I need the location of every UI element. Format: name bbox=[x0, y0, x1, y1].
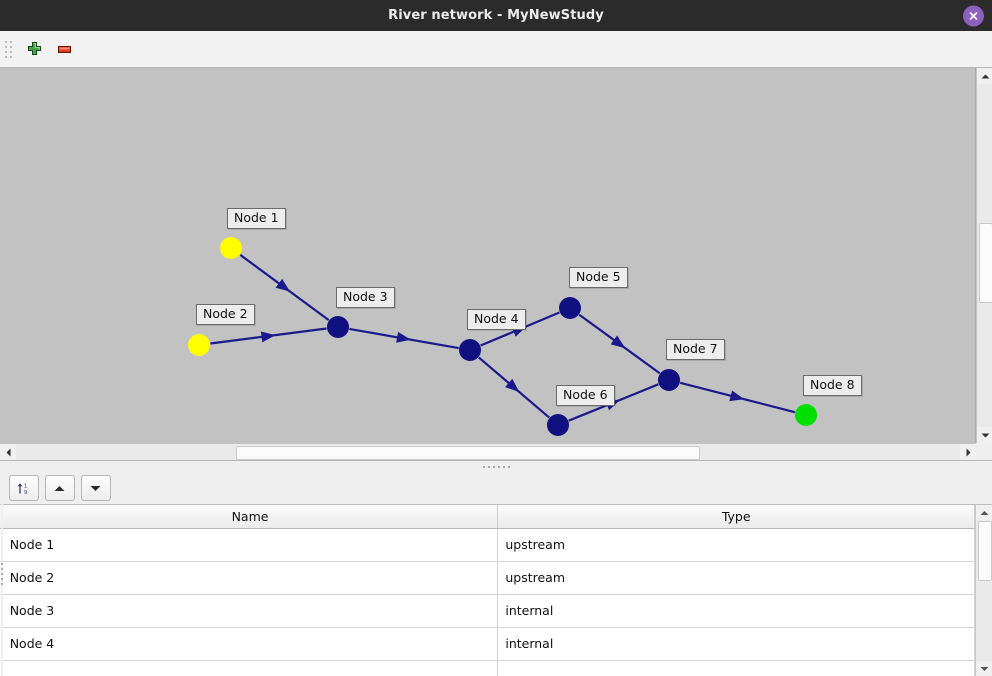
window-title: River network - MyNewStudy bbox=[388, 8, 604, 23]
svg-text:1: 1 bbox=[24, 483, 27, 489]
node-label-node1[interactable]: Node 1 bbox=[227, 208, 286, 229]
node-node1[interactable] bbox=[220, 237, 242, 259]
node-node8[interactable] bbox=[795, 404, 817, 426]
svg-text:9: 9 bbox=[24, 490, 27, 496]
node-label-node2[interactable]: Node 2 bbox=[196, 304, 255, 325]
table-row-partial[interactable] bbox=[0, 660, 1, 676]
network-canvas-area: Node 1 Node 2 Node 3 Node 4 Node 5 Node 6 Node… bbox=[0, 68, 992, 460]
canvas-horizontal-scrollbar[interactable] bbox=[0, 443, 976, 460]
cell-type[interactable]: upstream bbox=[497, 561, 976, 595]
canvas-hscroll-thumb[interactable] bbox=[236, 446, 700, 460]
scroll-right-icon[interactable] bbox=[960, 444, 976, 460]
cell-name[interactable]: Node 4 bbox=[2, 627, 499, 661]
node-label-node6[interactable]: Node 6 bbox=[556, 385, 615, 406]
cell-name[interactable]: Node 4 -> Node 5 bbox=[0, 627, 1, 661]
column-header-name[interactable]: Name bbox=[0, 505, 1, 529]
nodes-move-down-icon[interactable] bbox=[80, 475, 111, 501]
scroll-left-icon[interactable] bbox=[0, 444, 16, 460]
network-diagram[interactable]: Node 1 Node 2 Node 3 Node 4 Node 5 Node 6 Node… bbox=[0, 68, 976, 443]
cell-name[interactable]: Node 1 bbox=[2, 528, 499, 562]
cell-name[interactable]: Node 2 bbox=[2, 561, 499, 595]
edge-arrow-icon bbox=[260, 331, 276, 343]
node-node7[interactable] bbox=[658, 369, 680, 391]
node-label-node3[interactable]: Node 3 bbox=[336, 287, 395, 308]
canvas-vertical-scrollbar[interactable] bbox=[976, 68, 992, 443]
bottom-panes: 1 9 NameNode1Node2 Node 1 -> Node 3Node … bbox=[0, 472, 992, 676]
edge-arrow-icon bbox=[505, 378, 520, 393]
cell-name[interactable]: Node 1 -> Node 3 bbox=[0, 528, 1, 562]
nodes-scroll-thumb[interactable] bbox=[978, 521, 992, 581]
nodes-move-up-icon[interactable] bbox=[44, 475, 75, 501]
cell-empty[interactable] bbox=[2, 660, 499, 676]
scroll-up-icon[interactable] bbox=[977, 68, 992, 84]
add-node-icon[interactable] bbox=[19, 34, 49, 64]
node-node6[interactable] bbox=[547, 414, 569, 436]
cell-empty[interactable] bbox=[0, 660, 1, 676]
cell-empty[interactable] bbox=[497, 660, 976, 676]
table-row-partial[interactable] bbox=[2, 660, 976, 676]
edge-arrow-icon bbox=[275, 278, 291, 292]
nodes-scroll-up-icon[interactable] bbox=[976, 505, 992, 520]
cell-type[interactable]: internal bbox=[497, 627, 976, 661]
node-label-node5[interactable]: Node 5 bbox=[569, 267, 628, 288]
nodes-header-row[interactable]: Name Type bbox=[2, 505, 976, 529]
nodes-toolbar: 1 9 bbox=[3, 472, 992, 504]
close-icon[interactable] bbox=[963, 5, 984, 26]
nodes-vertical-scrollbar[interactable] bbox=[975, 505, 992, 676]
nodes-scroll-down-icon[interactable] bbox=[976, 661, 992, 676]
main-toolbar bbox=[0, 31, 992, 68]
cell-name[interactable]: Node 3 -> Node 4 bbox=[0, 594, 1, 628]
reaches-pane: 1 9 NameNode1Node2 Node 1 -> Node 3Node … bbox=[0, 472, 1, 676]
edge-arrow-icon bbox=[729, 390, 745, 402]
edge-arrow-icon bbox=[610, 335, 626, 349]
edge-arrow-icon bbox=[396, 331, 411, 343]
scroll-down-icon[interactable] bbox=[977, 427, 992, 443]
node-node5[interactable] bbox=[559, 297, 581, 319]
column-header-name[interactable]: Name bbox=[2, 505, 499, 529]
nodes-sort-icon[interactable]: 1 9 bbox=[8, 475, 39, 501]
reaches-header-row[interactable]: NameNode1Node2 bbox=[0, 505, 1, 529]
vertical-splitter[interactable] bbox=[0, 472, 3, 676]
node-node4[interactable] bbox=[459, 339, 481, 361]
canvas-vscroll-thumb[interactable] bbox=[979, 223, 992, 303]
cell-name[interactable]: Node 2 -> Node 3 bbox=[0, 561, 1, 595]
node-node2[interactable] bbox=[188, 334, 210, 356]
node-label-node8[interactable]: Node 8 bbox=[803, 375, 862, 396]
horizontal-splitter[interactable] bbox=[0, 460, 992, 472]
node-label-node7[interactable]: Node 7 bbox=[666, 339, 725, 360]
node-node3[interactable] bbox=[327, 316, 349, 338]
toolbar-drag-handle[interactable] bbox=[4, 38, 13, 60]
title-bar: River network - MyNewStudy bbox=[0, 0, 992, 31]
node-label-node4[interactable]: Node 4 bbox=[467, 309, 526, 330]
cell-type[interactable]: upstream bbox=[497, 528, 976, 562]
remove-node-icon[interactable] bbox=[49, 34, 79, 64]
cell-type[interactable]: internal bbox=[497, 594, 976, 628]
column-header-type[interactable]: Type bbox=[497, 505, 976, 529]
cell-name[interactable]: Node 3 bbox=[2, 594, 499, 628]
